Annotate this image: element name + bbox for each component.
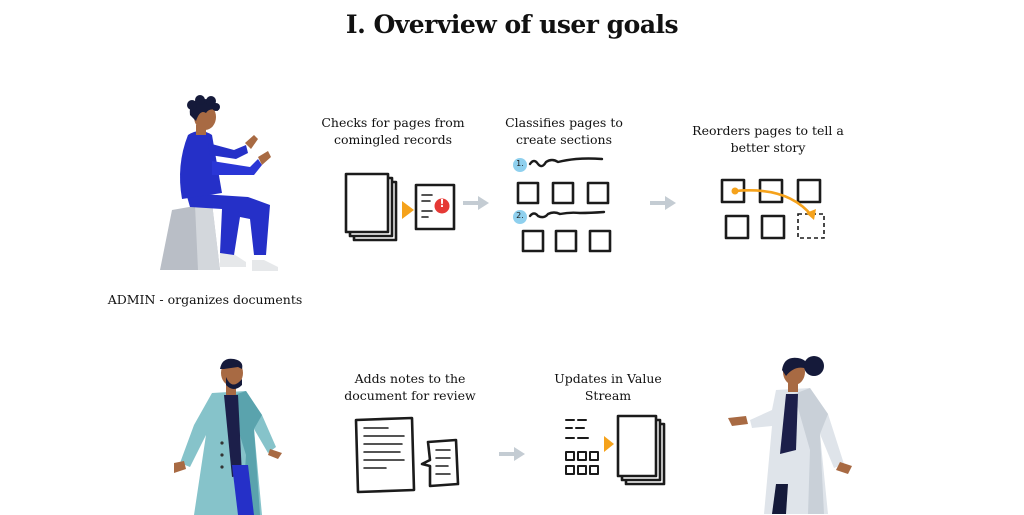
document-notes-icon bbox=[354, 416, 460, 494]
doctor-man-illustration bbox=[174, 358, 282, 515]
alert-page-icon bbox=[414, 183, 456, 231]
doctor-woman-illustration bbox=[728, 356, 852, 514]
classify-sections-icon bbox=[513, 157, 612, 253]
section-one-badge: 1. bbox=[516, 159, 524, 168]
page-title: I. Overview of user goals bbox=[345, 10, 679, 39]
flow-arrow-icon bbox=[650, 196, 676, 210]
flow-arrow-icon bbox=[463, 196, 489, 210]
step-check-pages-caption: Checks for pages from comingled records bbox=[321, 115, 465, 147]
step-classify-pages-caption: Classifies pages to create sections bbox=[505, 115, 623, 147]
step-value-stream-caption: Updates in Value Stream bbox=[554, 371, 662, 403]
admin-role-label: ADMIN - organizes documents bbox=[107, 292, 303, 307]
step-add-notes-caption: Adds notes to the document for review bbox=[344, 371, 476, 403]
value-stream-icon bbox=[565, 414, 666, 486]
reorder-pages-icon bbox=[720, 178, 825, 240]
step-reorder-pages-caption: Reorders pages to tell a better story bbox=[692, 123, 844, 155]
section-two-badge: 2. bbox=[516, 211, 524, 220]
orange-pointer-icon bbox=[402, 201, 414, 219]
alert-badge-text: ! bbox=[439, 197, 445, 210]
admin-person-illustration bbox=[160, 95, 278, 271]
flow-arrow-icon bbox=[499, 447, 525, 461]
page-stack-icon bbox=[344, 172, 398, 242]
